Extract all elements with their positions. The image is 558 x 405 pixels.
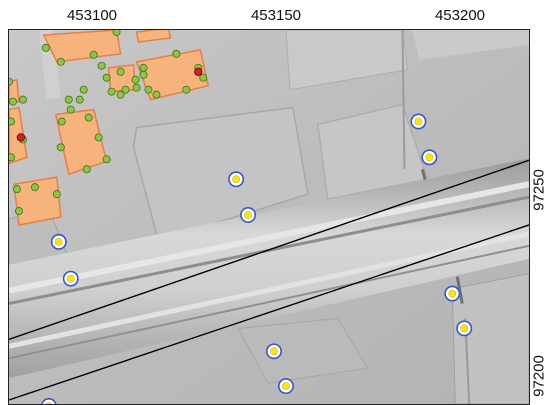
control-points-layer — [41, 113, 473, 404]
building-vertex-9[interactable] — [107, 87, 116, 96]
building-vertex-34[interactable] — [12, 185, 21, 194]
map-canvas — [9, 30, 529, 404]
building-vertex-1[interactable] — [41, 43, 50, 52]
building-vertex-23[interactable] — [57, 117, 66, 126]
building-vertex-35[interactable] — [132, 83, 141, 92]
control-point-10[interactable] — [277, 378, 294, 395]
building-footprint-2[interactable] — [135, 30, 172, 43]
building-vertex-27[interactable] — [94, 133, 103, 142]
building-vertex-37[interactable] — [79, 85, 88, 94]
building-vertex-8[interactable] — [131, 75, 140, 84]
control-point-9[interactable] — [266, 343, 282, 360]
building-vertex-38[interactable] — [66, 105, 75, 114]
building-vertex-16[interactable] — [139, 70, 148, 79]
y-tick-97250: 97250 — [530, 169, 548, 211]
hillshade-map[interactable] — [8, 29, 530, 405]
building-vertices-layer — [9, 30, 208, 216]
building-vertex-32[interactable] — [52, 190, 61, 199]
building-vertex-15[interactable] — [144, 85, 153, 94]
building-vertex-7[interactable] — [121, 85, 130, 94]
highlighted-vertex-2[interactable] — [194, 67, 203, 76]
building-footprint-5[interactable] — [9, 78, 20, 105]
building-vertex-19[interactable] — [9, 97, 17, 106]
building-vertex-3[interactable] — [89, 50, 98, 59]
building-vertex-18[interactable] — [9, 77, 13, 86]
highlighted-vertex-1[interactable] — [16, 133, 26, 142]
building-vertex-17[interactable] — [172, 49, 181, 58]
control-point-8[interactable] — [456, 320, 473, 337]
building-vertex-5[interactable] — [102, 73, 111, 82]
control-point-3[interactable] — [228, 171, 245, 188]
building-vertex-13[interactable] — [182, 85, 191, 94]
building-vertex-31[interactable] — [30, 183, 39, 192]
building-vertex-29[interactable] — [82, 165, 91, 174]
building-vertex-36[interactable] — [116, 90, 125, 99]
building-vertex-20[interactable] — [9, 117, 15, 126]
x-tick-453200: 453200 — [434, 7, 486, 24]
building-vertex-6[interactable] — [116, 67, 125, 76]
boundary-line-south — [9, 224, 529, 401]
building-vertex-24[interactable] — [64, 95, 73, 104]
building-vertex-25[interactable] — [75, 95, 84, 104]
building-vertex-28[interactable] — [102, 155, 111, 164]
building-vertex-14[interactable] — [152, 90, 161, 99]
corridor-boundary-lines — [9, 159, 529, 401]
x-tick-453100: 453100 — [66, 7, 118, 24]
boundary-line-north — [9, 159, 529, 341]
building-vertex-12[interactable] — [199, 73, 208, 82]
building-vertex-22[interactable] — [9, 153, 15, 162]
building-vertex-10[interactable] — [139, 63, 148, 72]
control-point-6[interactable] — [62, 270, 79, 287]
control-point-11[interactable] — [41, 398, 57, 404]
buildings-layer — [9, 30, 210, 226]
control-point-1[interactable] — [410, 113, 427, 130]
control-point-7[interactable] — [444, 285, 461, 302]
control-point-4[interactable] — [240, 207, 257, 223]
building-vertex-26[interactable] — [84, 113, 93, 122]
y-tick-97200: 97200 — [530, 355, 548, 397]
building-vertex-40[interactable] — [18, 95, 27, 104]
building-vertex-4[interactable] — [112, 30, 121, 36]
control-point-5[interactable] — [50, 233, 67, 250]
building-vertex-39[interactable] — [97, 61, 106, 70]
building-footprint-1[interactable] — [42, 30, 122, 63]
building-vertex-30[interactable] — [56, 143, 65, 152]
building-vertex-33[interactable] — [14, 207, 23, 216]
control-point-2[interactable] — [421, 149, 438, 166]
x-tick-453150: 453150 — [250, 7, 302, 24]
building-vertex-2[interactable] — [56, 57, 65, 66]
